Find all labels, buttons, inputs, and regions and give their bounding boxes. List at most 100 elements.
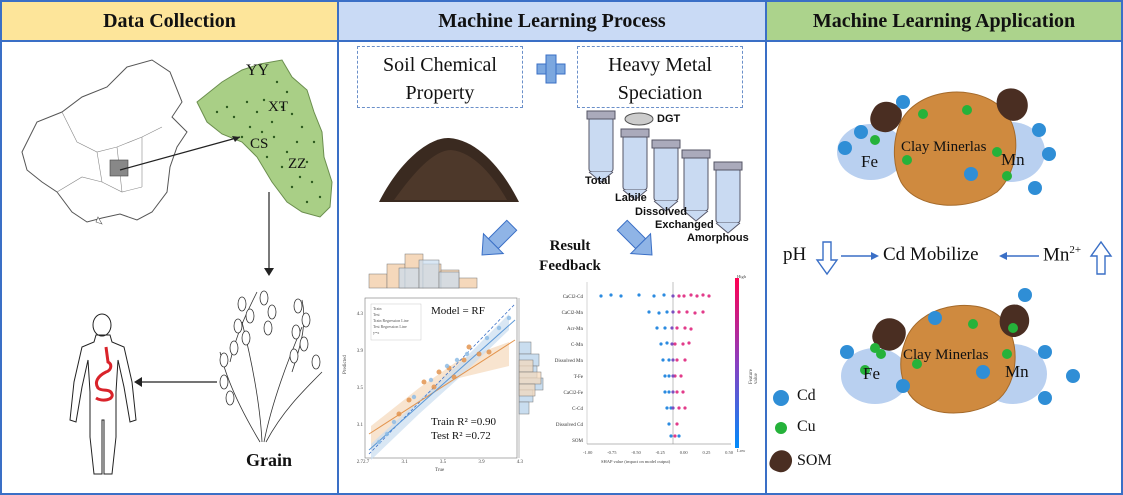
ml-application-illustration	[769, 88, 1113, 473]
dgt-label: DGT	[657, 113, 681, 125]
y-tick: 4.3	[356, 312, 363, 317]
data-collection-panel: Data Collection	[0, 0, 337, 495]
shap-feature: C-Cd	[572, 407, 583, 412]
som-particle	[996, 88, 1028, 121]
shap-x-tick: 0.00	[679, 450, 688, 455]
mn-label-bottom: Mn	[1005, 362, 1029, 381]
y-tick: 3.9	[356, 349, 363, 354]
shap-dots	[599, 293, 711, 438]
mn-up-arrow	[1089, 240, 1113, 275]
clay-label-top: Clay Minerlas	[901, 139, 987, 155]
heavy-metal-box: Heavy Metal Speciation	[577, 46, 743, 108]
legend-cu-icon	[775, 422, 787, 434]
legend-cd-icon	[773, 390, 789, 406]
shap-feature: T-Fe	[573, 375, 583, 380]
y-tick: 3.5	[356, 386, 363, 391]
shap-x-tick: -1.00	[583, 450, 593, 455]
som-particle	[999, 304, 1030, 338]
x-tick: 3.5	[439, 460, 447, 465]
shap-feature: CaCl2-Mn	[561, 311, 583, 316]
shap-feature: Dissolved Mn	[554, 359, 583, 364]
map-label-xt: XT	[268, 99, 288, 115]
cluster-top	[837, 88, 1056, 206]
legend-train: Train	[373, 306, 382, 311]
fe-label-bottom: Fe	[863, 364, 880, 383]
dgt-device	[624, 112, 654, 126]
map-label-yy: YY	[246, 62, 270, 79]
ml-process-title: Machine Learning Process	[339, 2, 765, 42]
legend-test-line: Test Regression Line	[373, 324, 407, 329]
data-collection-illustration	[21, 59, 333, 475]
ph-down-arrow	[815, 241, 839, 276]
shap-x-tick: 0.25	[702, 450, 711, 455]
regression-y-ticks: 4.3 3.9 3.5 3.1 2.7	[351, 296, 363, 481]
fraction-dissolved: Dissolved	[635, 206, 687, 218]
legend-train-line: Train Regression Line	[373, 318, 409, 323]
test-r2-label: Test R² =0.72	[431, 430, 491, 442]
shap-feature: C-Mn	[571, 343, 583, 348]
clay-label-bottom: Clay Minerlas	[903, 347, 989, 363]
x-tick: 2.7	[363, 460, 370, 465]
regression-x-ticks: 2.7 3.1 3.5 3.9 4.3	[363, 460, 523, 465]
cd-mobilize-label: Cd Mobilize	[883, 244, 979, 265]
feedback-arrow-left	[481, 219, 518, 256]
shap-colorbar	[735, 278, 739, 448]
shap-feature: CaCl2-Fe	[563, 391, 583, 396]
shap-xlabel: SHAP value (impact on model output)	[601, 459, 671, 464]
y-tick: 2.7	[356, 460, 363, 465]
regression-plot	[364, 253, 544, 460]
ml-process-panel: Machine Learning Process Soil Chemical P…	[337, 0, 767, 495]
tubes	[586, 110, 743, 234]
model-label: Model = RF	[431, 305, 485, 317]
soil-chemical-box: Soil Chemical Property	[357, 46, 523, 108]
legend-test: Test	[373, 312, 380, 317]
legend-som-icon	[769, 450, 793, 473]
plus-icon	[536, 54, 566, 84]
fraction-exchanged: Exchanged	[655, 219, 714, 231]
shap-x-tick: 0.50	[725, 450, 733, 455]
shap-x-tick: -0.50	[631, 450, 641, 455]
shap-feature-labels: CaCl2-Cd CaCl2-Mn Acr-Mn C-Mn Dissolved …	[525, 290, 583, 450]
shap-plot	[586, 278, 739, 448]
mn2-superscript: 2+	[1069, 244, 1082, 256]
ml-process-illustration	[364, 54, 743, 460]
som-particle	[870, 101, 902, 133]
shap-x-tick: -0.25	[655, 450, 665, 455]
ml-application-title: Machine Learning Application	[767, 2, 1121, 42]
shap-feature: Acr-Mn	[566, 327, 583, 332]
x-tick: 4.3	[516, 460, 523, 465]
shap-colorbar-label: Feature value	[749, 369, 759, 384]
map-label-zz: ZZ	[288, 156, 307, 172]
mn2-label: Mn2+	[1043, 244, 1081, 266]
shap-feature: Dissolved Cd	[555, 423, 583, 428]
fe-label-top: Fe	[861, 152, 878, 171]
fraction-labile: Labile	[615, 192, 647, 204]
shap-feature: CaCl2-Cd	[562, 295, 583, 300]
legend-cd-label: Cd	[797, 387, 816, 404]
ph-label: pH	[783, 244, 807, 265]
map-label-cs: CS	[250, 136, 269, 152]
result-feedback-label: Result Feedback	[539, 238, 601, 274]
x-tick: 3.1	[401, 460, 408, 465]
human-figure	[69, 313, 137, 475]
mn2-base: Mn	[1043, 244, 1070, 266]
cluster-bottom	[840, 288, 1080, 414]
legend-cu-label: Cu	[797, 418, 816, 435]
fraction-amorphous: Amorphous	[687, 232, 749, 244]
som-particle	[872, 318, 906, 351]
regression-legend: Train Test Train Regression Line Test Re…	[373, 306, 409, 336]
regression-ylabel: Predicted	[343, 355, 348, 374]
train-r2-label: Train R² =0.90	[431, 416, 497, 428]
region-map	[196, 59, 333, 218]
feedback-arrow-right	[616, 219, 653, 256]
shap-x-ticks: -1.00 -0.75 -0.50 -0.25 0.00 0.25 0.50	[583, 450, 733, 455]
regression-xlabel: True	[435, 468, 445, 473]
grain-label: Grain	[246, 450, 293, 470]
data-collection-title: Data Collection	[2, 2, 337, 42]
ml-application-panel: Machine Learning Application	[767, 0, 1123, 495]
fraction-total: Total	[585, 175, 611, 187]
shap-colorbar-low: Low	[737, 448, 746, 453]
shap-feature: SOM	[572, 439, 583, 444]
mn-label-top: Mn	[1001, 150, 1025, 169]
shap-colorbar-high: High	[737, 274, 746, 279]
